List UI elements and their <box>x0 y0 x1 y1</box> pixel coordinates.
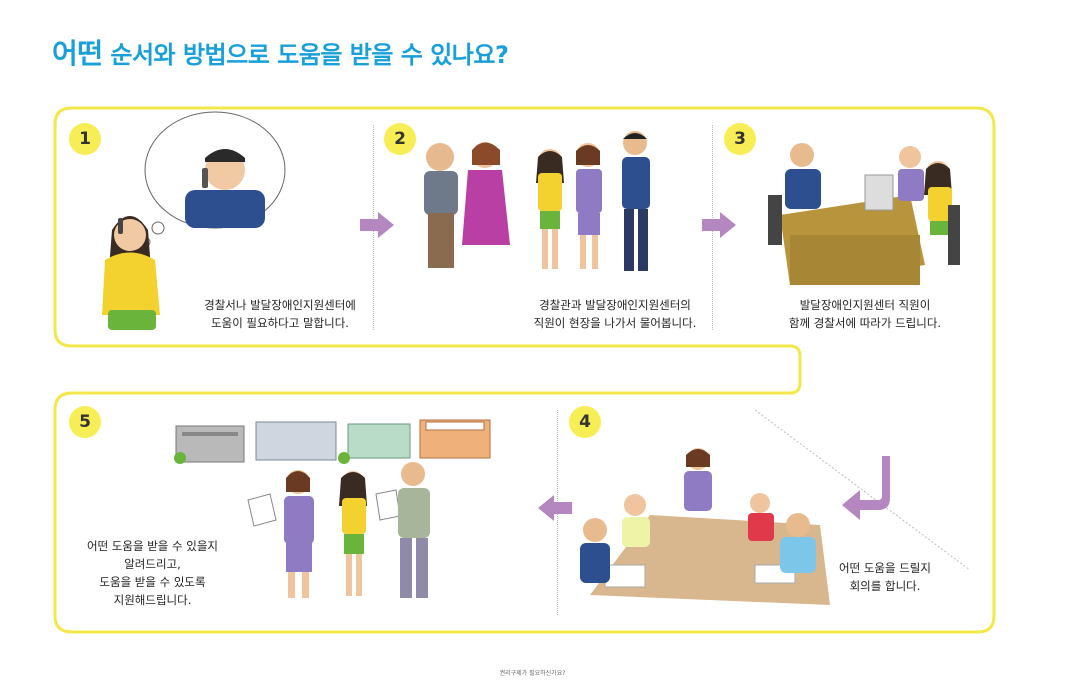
step-3-caption-line1: 발달장애인지원센터 직원이 <box>799 298 931 312</box>
step-2-caption: 경찰관과 발달장애인지원센터의 직원이 현장을 나가서 물어봅니다. <box>520 296 710 332</box>
step-4-caption: 어떤 도움을 드릴지 회의를 합니다. <box>830 559 940 595</box>
step-2-caption-line2: 직원이 현장을 나가서 물어봅니다. <box>533 316 697 330</box>
step-4-caption-line2: 회의를 합니다. <box>849 579 921 593</box>
step-1-caption: 경찰서나 발달장애인지원센터에 도움이 필요하다고 말합니다. <box>195 296 365 332</box>
step-4-caption-line1: 어떤 도움을 드릴지 <box>839 561 931 575</box>
diagonal-divider <box>755 409 971 571</box>
step-5-caption-line3: 도움을 받을 수 있도록 <box>99 575 206 589</box>
arrow-right-icon <box>360 212 394 238</box>
step-5-badge: 5 <box>69 406 101 438</box>
step-1-badge: 1 <box>69 123 101 155</box>
arrow-down-left-icon <box>842 456 890 520</box>
footer-text: 권리구제가 필요하신가요? <box>499 670 566 677</box>
page-title-rest: 순서와 방법으로 도움을 받을 수 있나요? <box>102 41 509 69</box>
step-2-illustration <box>424 131 650 271</box>
step-3-caption-line2: 함께 경찰서에 따라가 드립니다. <box>788 316 942 330</box>
step-5-caption-line1: 어떤 도움을 받을 수 있을지 <box>86 539 218 553</box>
step-1-caption-line1: 경찰서나 발달장애인지원센터에 <box>204 298 356 312</box>
step-1-caption-line2: 도움이 필요하다고 말합니다. <box>211 316 349 330</box>
step-5-caption-line2: 알려드리고, <box>124 557 181 571</box>
page-title: 어떤 순서와 방법으로 도움을 받을 수 있나요? <box>52 32 509 72</box>
step-2-caption-line1: 경찰관과 발달장애인지원센터의 <box>539 298 691 312</box>
step-3-badge: 3 <box>724 123 756 155</box>
step-3-caption: 발달장애인지원센터 직원이 함께 경찰서에 따라가 드립니다. <box>770 296 960 332</box>
step-5-caption: 어떤 도움을 받을 수 있을지 알려드리고, 도움을 받을 수 있도록 지원해드… <box>70 537 235 609</box>
step-3-illustration <box>768 143 960 285</box>
page-title-first-word: 어떤 <box>52 37 103 70</box>
arrow-left-icon <box>538 495 572 521</box>
step-5-caption-line4: 지원해드립니다. <box>113 593 192 607</box>
step-5-illustration <box>174 419 491 598</box>
arrow-right-icon <box>702 212 736 238</box>
step-4-badge: 4 <box>569 406 601 438</box>
step-4-illustration <box>580 448 830 605</box>
step-1-illustration <box>102 111 286 330</box>
step-2-badge: 2 <box>384 123 416 155</box>
